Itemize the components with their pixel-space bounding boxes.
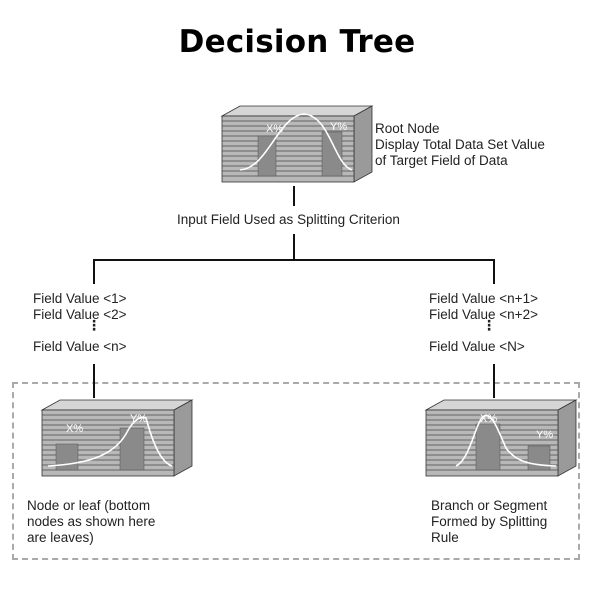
right-leaf-caption-2: Formed by Splitting (431, 514, 548, 529)
left-leaf-connector (93, 364, 95, 398)
left-leaf-marker-y: Y% (130, 413, 147, 425)
right-leaf-marker-y: Y% (536, 429, 553, 441)
right-ellipsis: ⋮ (482, 317, 496, 333)
root-node-graphic: X% Y% (220, 105, 374, 183)
horizontal-branch-line (93, 259, 495, 261)
root-node-label: Root Node (375, 121, 440, 136)
left-leaf-marker-x: X% (66, 423, 83, 435)
root-marker-x: X% (266, 123, 283, 135)
leaf-nodes-region (12, 382, 580, 560)
right-branch-line (493, 259, 495, 284)
left-leaf-caption-3: are leaves) (27, 530, 94, 545)
left-leaf-node-graphic: X% Y% (40, 399, 194, 477)
left-branch-line (93, 259, 95, 284)
root-node-description-1: Display Total Data Set Value (375, 137, 545, 152)
left-field-value-1: Field Value <1> (33, 291, 127, 306)
right-leaf-connector (493, 364, 495, 398)
root-marker-y: Y% (330, 121, 347, 133)
left-leaf-caption-1: Node or leaf (bottom (27, 498, 151, 513)
left-ellipsis: ⋮ (87, 317, 101, 333)
right-field-value-1: Field Value <n+1> (429, 291, 538, 306)
right-field-value-N: Field Value <N> (429, 339, 525, 354)
left-leaf-caption-2: nodes as shown here (27, 514, 156, 529)
right-leaf-caption-3: Rule (431, 530, 459, 545)
right-field-value-2: Field Value <n+2> (429, 307, 538, 322)
root-connector-line (293, 186, 295, 206)
diagram-title: Decision Tree (178, 24, 416, 60)
left-field-value-n: Field Value <n> (33, 339, 127, 354)
split-criterion-label: Input Field Used as Splitting Criterion (177, 212, 400, 227)
root-node-description-2: of Target Field of Data (375, 153, 508, 168)
criterion-connector-line (293, 234, 295, 260)
right-leaf-marker-x: X% (480, 413, 497, 425)
right-leaf-node-graphic: X% Y% (424, 399, 578, 477)
right-leaf-caption-1: Branch or Segment (431, 498, 548, 513)
left-field-value-2: Field Value <2> (33, 307, 127, 322)
